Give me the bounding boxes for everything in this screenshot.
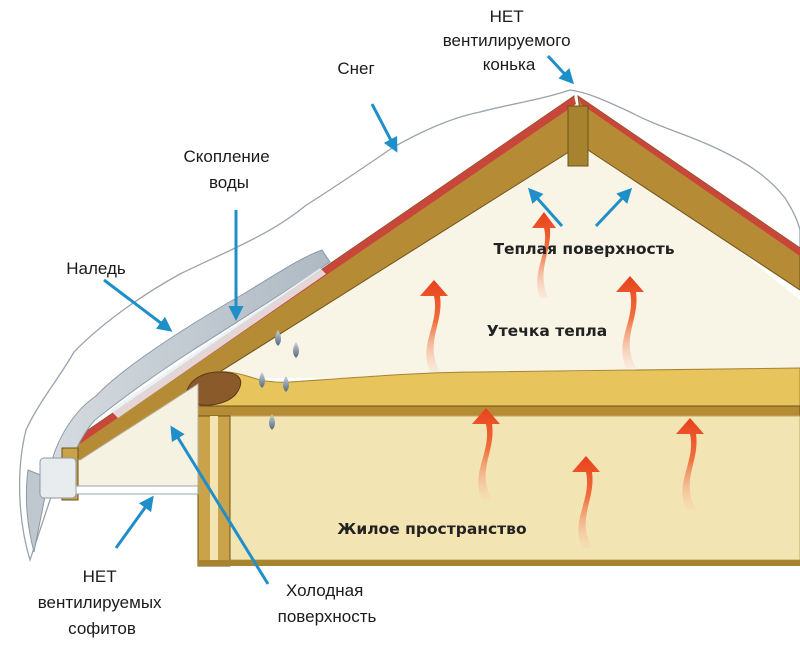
arrow-ice [103, 278, 173, 332]
label-no-ridge: НЕТ вентилируемого конька [443, 7, 576, 74]
label-living-space: Жилое пространство [337, 520, 526, 538]
heat-arrows [420, 212, 704, 548]
insulation-edge [185, 371, 242, 406]
pointer-arrows [103, 54, 633, 585]
heat-arrow [472, 408, 500, 500]
ridge-board [567, 105, 589, 167]
ice-dam [49, 249, 331, 481]
label-heat-leak: Утечка тепла [487, 322, 607, 340]
living-space [229, 415, 800, 561]
heat-arrow [572, 456, 600, 548]
arrow-no-soffits [114, 495, 154, 549]
snow-layer [18, 89, 800, 563]
insulation-layer [189, 367, 800, 415]
water-drops [259, 330, 299, 430]
label-warm-surface: Теплая поверхность [493, 240, 674, 258]
floor-line [198, 560, 800, 566]
label-ice: Наледь [66, 259, 126, 278]
heat-arrow [420, 280, 448, 372]
label-cold-surface: Холодная поверхность [278, 581, 377, 626]
label-snow: Снег [337, 59, 374, 78]
water-film [110, 268, 326, 418]
heat-arrow [532, 212, 556, 298]
gutter [39, 457, 77, 499]
heat-arrow [676, 418, 704, 510]
arrow-snow [370, 103, 398, 153]
label-no-soffits: НЕТ вентилируемых софитов [38, 567, 167, 638]
soffit [75, 485, 199, 495]
label-water: Скопление воды [183, 147, 274, 192]
arrow-no-ridge [546, 54, 575, 85]
arrow-cold-surface [170, 425, 270, 585]
heat-arrow [616, 276, 644, 368]
arrow-warm-left [528, 187, 564, 227]
ceiling-joist [189, 405, 800, 417]
arrow-warm-right [594, 187, 633, 228]
